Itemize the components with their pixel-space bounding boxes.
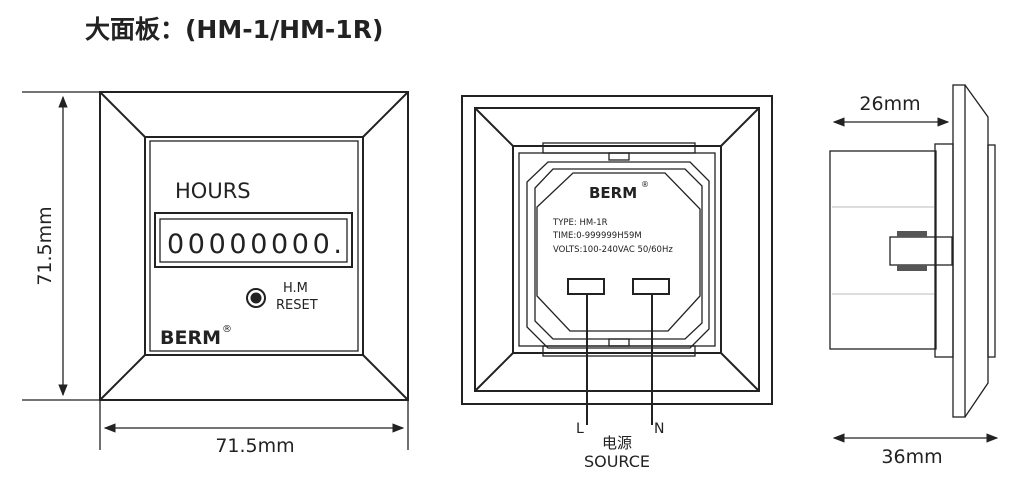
rear-registered-mark: ® (641, 180, 649, 189)
counter-display (154, 212, 353, 268)
depth-dimension: 26mm (859, 93, 920, 115)
rear-brand-logo: BERM (589, 184, 637, 202)
hours-label: HOURS (175, 179, 251, 203)
side-view: 26mm 36mm (829, 84, 999, 468)
terminal-l-label: L (576, 421, 584, 437)
type-label: TYPE: HM-1R (552, 218, 608, 228)
volts-label: VOLTS:100-240VAC 50/60Hz (553, 245, 673, 255)
reset-label-hm: H.M (283, 281, 308, 296)
registered-mark: ® (222, 324, 232, 335)
width-dimension: 71.5mm (215, 435, 294, 457)
source-label-en: SOURCE (584, 452, 650, 471)
terminal-n-label: N (654, 421, 664, 437)
page-title: 大面板：(HM-1/HM-1R) (85, 15, 383, 44)
brand-logo: BERM (160, 327, 221, 349)
rear-view: BERM ® TYPE: HM-1R TIME:0-999999H59M VOL… (461, 95, 773, 471)
total-depth-dimension: 36mm (881, 446, 942, 468)
reset-label-reset: RESET (276, 298, 318, 313)
terminal-n (632, 278, 670, 295)
reset-button (246, 288, 266, 308)
counter-value: 00000000. (167, 229, 342, 260)
time-label: TIME:0-999999H59M (552, 231, 642, 241)
terminal-l (567, 278, 605, 295)
source-label-cn: 电源 (602, 434, 632, 452)
height-dimension: 71.5mm (34, 206, 56, 285)
front-view: HOURS 00000000. H.M RESET BERM ® 71.5mm … (22, 91, 409, 457)
